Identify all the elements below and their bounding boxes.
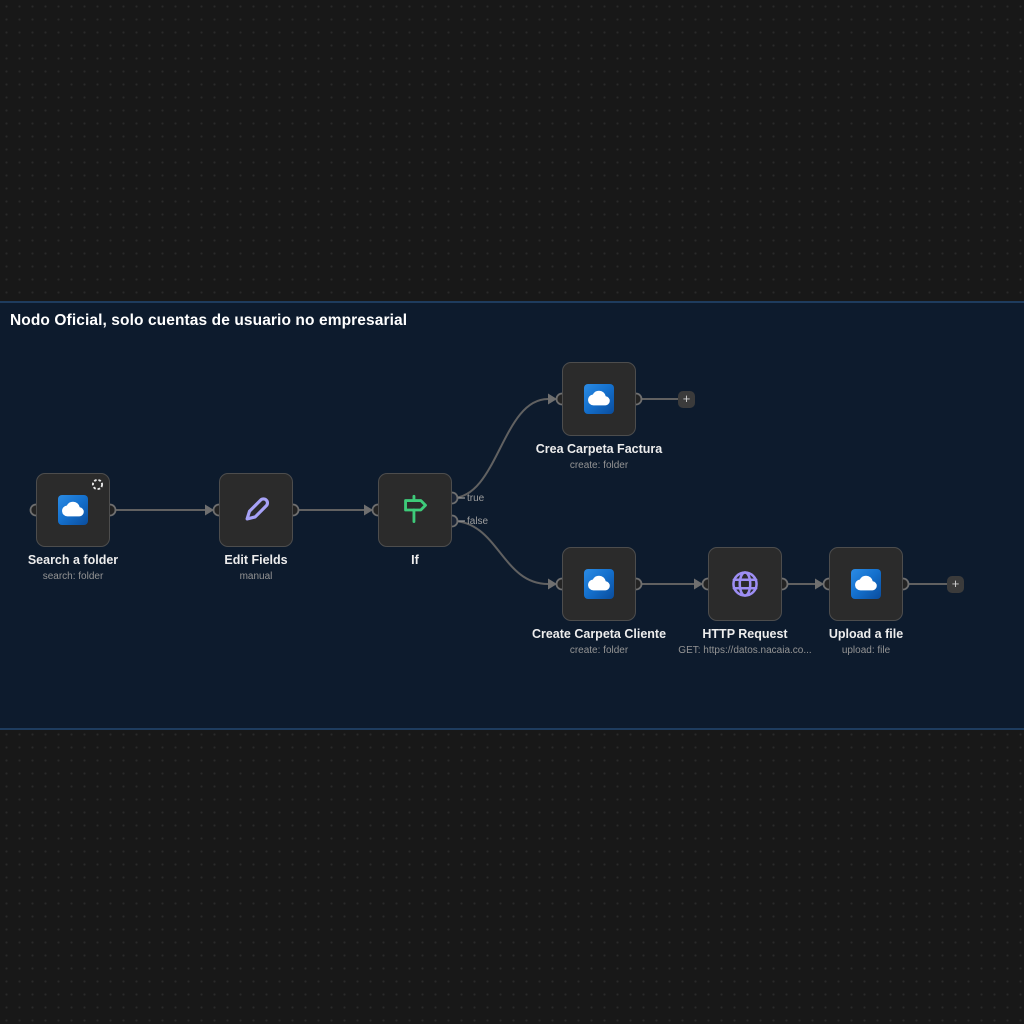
onedrive-cloud-icon [851, 569, 881, 599]
node-create-carpeta-cliente[interactable] [562, 547, 636, 621]
arrowhead-icon [364, 504, 373, 516]
node-search-a-folder[interactable] [36, 473, 110, 547]
add-node-button[interactable]: + [678, 391, 695, 408]
sticky-note-title: Nodo Oficial, solo cuentas de usuario no… [10, 312, 408, 329]
connection-if-false-to-cliente[interactable] [451, 520, 549, 585]
node-edit-fields[interactable] [219, 473, 293, 547]
onedrive-cloud-icon [584, 569, 614, 599]
pencil-icon [245, 497, 270, 521]
node-crea-carpeta-factura[interactable] [562, 362, 636, 436]
node-if[interactable] [378, 473, 452, 547]
arrowhead-icon [548, 578, 557, 590]
node-http-request[interactable] [708, 547, 782, 621]
arrowhead-icon [694, 578, 703, 590]
sticky-note[interactable]: Nodo Oficial, solo cuentas de usuario no… [0, 301, 1024, 730]
node-upload-a-file[interactable] [829, 547, 903, 621]
signpost-icon [404, 494, 427, 523]
onedrive-cloud-icon [58, 495, 88, 525]
add-node-button[interactable]: + [947, 576, 964, 593]
if-true-output-label: true [467, 493, 485, 504]
arrowhead-icon [548, 393, 557, 405]
globe-icon [732, 571, 758, 597]
if-false-output-label: false [467, 516, 489, 527]
arrowhead-icon [205, 504, 214, 516]
refresh-icon [91, 478, 104, 491]
arrowhead-icon [815, 578, 824, 590]
connection-if-true-to-factura[interactable] [451, 398, 549, 499]
onedrive-cloud-icon [584, 384, 614, 414]
